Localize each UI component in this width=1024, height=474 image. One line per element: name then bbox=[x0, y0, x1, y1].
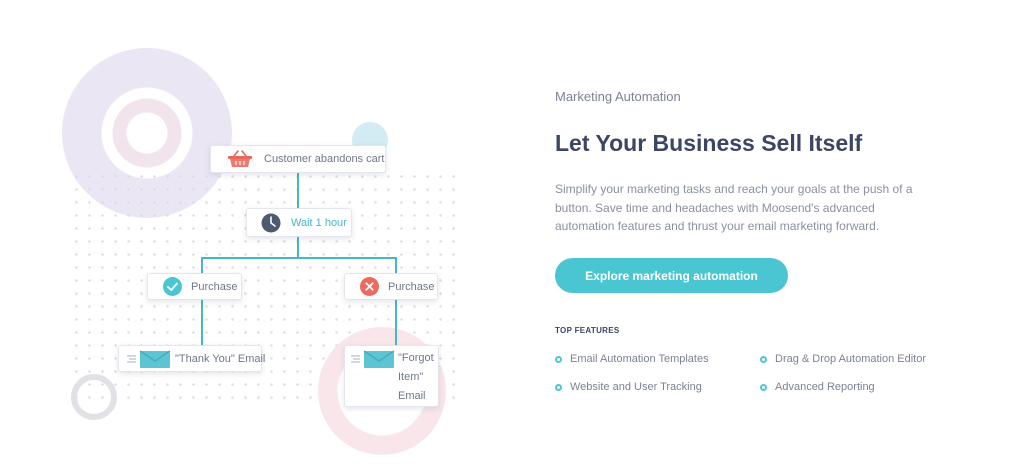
bullet-icon bbox=[760, 355, 767, 363]
thank-you-email-label: "Thank You" Email bbox=[175, 352, 266, 365]
feature-item: Drag & Drop Automation Editor bbox=[760, 353, 926, 365]
purchase-no-label: Purchase bbox=[388, 280, 435, 293]
purchase-yes-node: Purchase bbox=[147, 273, 242, 300]
forgot-item-email-node: "Forgot Item" Email bbox=[344, 345, 439, 407]
wait-label: Wait 1 hour bbox=[291, 216, 347, 229]
wait-node: Wait 1 hour bbox=[246, 208, 352, 237]
automation-illustration: Customer abandons cart Wait 1 hour Purch… bbox=[62, 48, 460, 455]
purchase-yes-label: Purchase bbox=[191, 280, 238, 293]
connector-line bbox=[201, 300, 203, 345]
bullet-icon bbox=[555, 355, 562, 363]
connector-line bbox=[201, 257, 203, 273]
top-features-title: TOP FEATURES bbox=[555, 326, 620, 335]
clock-icon bbox=[261, 213, 281, 233]
trigger-node: Customer abandons cart bbox=[210, 145, 386, 173]
feature-label: Advanced Reporting bbox=[775, 381, 875, 393]
forgot-item-line3: Email bbox=[398, 390, 426, 402]
check-icon bbox=[163, 277, 182, 296]
forgot-item-line2: Item" bbox=[398, 371, 424, 383]
feature-label: Drag & Drop Automation Editor bbox=[775, 353, 927, 365]
connector-line bbox=[297, 173, 299, 208]
envelope-icon bbox=[127, 350, 171, 368]
section-description: Simplify your marketing tasks and reach … bbox=[555, 182, 913, 233]
connector-line bbox=[297, 237, 299, 258]
trigger-label: Customer abandons cart bbox=[264, 153, 385, 165]
feature-label: Email Automation Templates bbox=[570, 353, 709, 365]
feature-item: Website and User Tracking bbox=[555, 381, 702, 393]
connector-line bbox=[201, 257, 397, 259]
forgot-item-line1: "Forgot bbox=[398, 352, 434, 364]
connector-line bbox=[395, 257, 397, 273]
feature-item: Advanced Reporting bbox=[760, 381, 875, 393]
section-headline: Let Your Business Sell Itself bbox=[555, 130, 863, 156]
envelope-icon bbox=[351, 350, 395, 368]
thank-you-email-node: "Thank You" Email bbox=[118, 345, 266, 372]
decorative-ring-gray bbox=[71, 374, 117, 420]
explore-marketing-automation-button[interactable]: Explore marketing automation bbox=[555, 258, 788, 293]
purchase-no-node: Purchase bbox=[344, 273, 438, 300]
bullet-icon bbox=[555, 383, 562, 391]
forgot-item-email-text: "Forgot Item" Email bbox=[398, 349, 434, 406]
cross-icon bbox=[360, 277, 379, 296]
feature-item: Email Automation Templates bbox=[555, 353, 709, 365]
connector-line bbox=[395, 300, 397, 345]
basket-icon bbox=[227, 150, 253, 168]
bullet-icon bbox=[760, 383, 767, 391]
section-eyebrow: Marketing Automation bbox=[555, 89, 681, 104]
feature-label: Website and User Tracking bbox=[570, 381, 702, 393]
